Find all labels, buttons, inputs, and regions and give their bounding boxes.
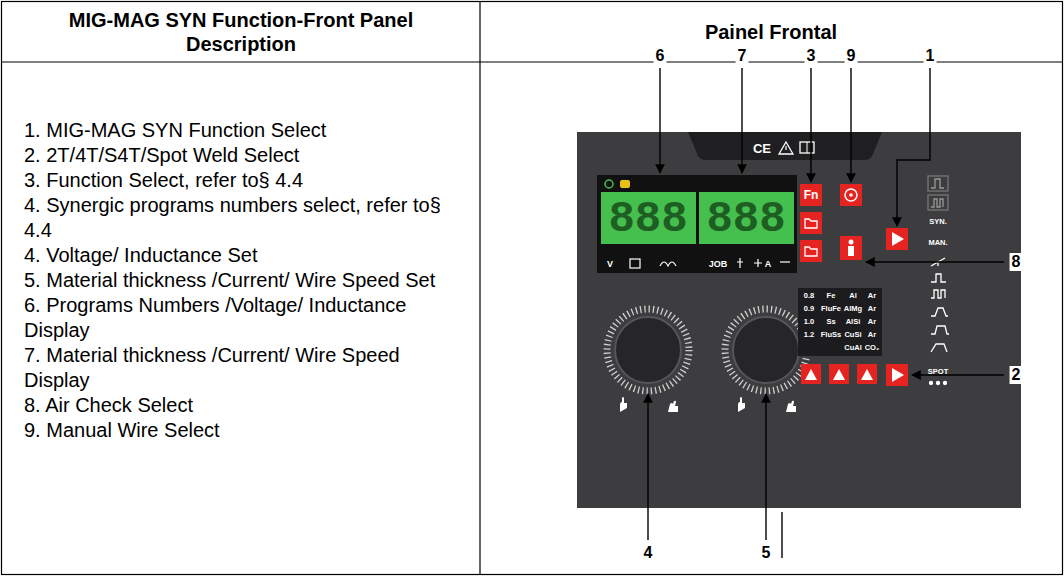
- material-label: Al: [849, 292, 857, 300]
- current-knob: [725, 309, 807, 391]
- callout-number: 9: [845, 47, 858, 65]
- list-item: 4. Synergic programs numbers select, ref…: [24, 193, 460, 243]
- list-item: 6. Programs Numbers /Voltage/ Inductance…: [24, 293, 460, 343]
- callout-number: 8: [1010, 253, 1023, 271]
- callout-number: 6: [654, 47, 667, 65]
- material-grid: [798, 288, 882, 356]
- list-item: 5. Material thickness /Current/ Wire Spe…: [24, 268, 460, 293]
- manual-icon: [800, 142, 814, 153]
- warning-icon: [779, 142, 793, 154]
- callout-number: 5: [760, 544, 773, 562]
- mode-label: MAN.: [928, 239, 947, 247]
- job-load-button: [800, 212, 822, 234]
- material-label: Fe: [827, 292, 836, 300]
- display-frame: [597, 175, 797, 273]
- display-unit: JOB: [709, 260, 728, 269]
- list-item: 8. Air Check Select: [24, 393, 460, 418]
- alarm-led: [620, 180, 630, 188]
- column-heading: MIG-MAG SYN Function-Front Panel Descrip…: [12, 8, 470, 56]
- air-check-button: [840, 236, 862, 260]
- header-cell: Painel Frontal: [480, 2, 1062, 62]
- material-label: Ar: [868, 292, 876, 300]
- list-item: 1. MIG-MAG SYN Function Select: [24, 118, 460, 143]
- material-label: FluSs: [821, 331, 841, 339]
- description-cell: 1. MIG-MAG SYN Function Select2. 2T/4T/S…: [2, 62, 480, 574]
- material-label: 0.9: [804, 305, 814, 313]
- callout-number: 4: [642, 544, 655, 562]
- header-cell: MIG-MAG SYN Function-Front Panel Descrip…: [2, 2, 480, 62]
- material-label: 0.8: [804, 292, 814, 300]
- display-left: [601, 192, 696, 244]
- material-label: AlSi: [846, 318, 861, 326]
- weld-mode-button: [886, 364, 908, 386]
- material-label: Ar: [868, 331, 876, 339]
- callout-number: 7: [736, 47, 749, 65]
- job-save-button: [800, 240, 822, 262]
- material-label: CO₂: [865, 344, 880, 352]
- mode-label: SYN.: [929, 218, 947, 226]
- list-item: 7. Material thickness /Current/ Wire Spe…: [24, 343, 460, 393]
- material-label: Ar: [868, 318, 876, 326]
- panel-tab: [688, 132, 882, 160]
- material-buttons: [801, 364, 877, 384]
- material-label: AlMg: [844, 305, 862, 313]
- fn-button: [800, 184, 822, 206]
- voltage-knob: [607, 309, 689, 391]
- list-item: 3. Function Select, refer to§ 4.4: [24, 168, 460, 193]
- material-label: CuAl: [844, 344, 862, 352]
- ce-mark: CE: [753, 142, 771, 155]
- material-label: 1.2: [804, 331, 814, 339]
- table-rule: [479, 2, 480, 575]
- display-digits: 888: [608, 197, 687, 241]
- display-icons: [630, 258, 790, 268]
- display-unit: V: [607, 260, 613, 269]
- display-unit: A: [765, 260, 772, 269]
- callout-number: 1: [924, 47, 937, 65]
- mode-label: SPOT: [928, 368, 948, 376]
- display-right: [699, 192, 794, 244]
- callout-number: 3: [805, 47, 818, 65]
- material-label: CuSi: [844, 331, 861, 339]
- column-heading: Painel Frontal: [490, 20, 1052, 44]
- list-item: 4. Voltage/ Inductance Set: [24, 243, 460, 268]
- leader-lines: [648, 68, 1004, 558]
- function-select-button: [886, 228, 908, 250]
- callout-number: 2: [1010, 366, 1023, 384]
- front-panel: [577, 132, 1021, 508]
- material-label: FluFe: [821, 305, 841, 313]
- button-label: Fn: [804, 189, 819, 201]
- material-label: Ar: [868, 305, 876, 313]
- power-led: [605, 180, 613, 188]
- manual-wire-button: [840, 184, 862, 206]
- mode-icons: [928, 176, 949, 385]
- display-digits: 888: [706, 197, 785, 241]
- material-label: 1.0: [804, 318, 814, 326]
- material-label: Ss: [826, 318, 835, 326]
- hand-icons: [620, 397, 796, 412]
- list-item: 9. Manual Wire Select: [24, 418, 460, 443]
- list-item: 2. 2T/4T/S4T/Spot Weld Select: [24, 143, 460, 168]
- table-rule: [2, 61, 1063, 62]
